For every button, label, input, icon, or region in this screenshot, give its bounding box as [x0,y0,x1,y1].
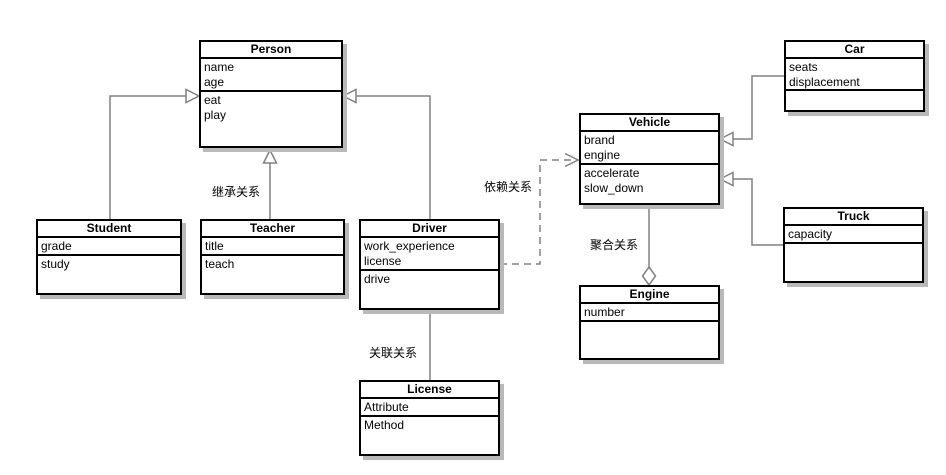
method: study [41,257,70,271]
class-student-title: Student [38,221,180,238]
inheritance-arrow-icon [718,171,734,187]
attribute: title [205,239,224,253]
class-student: Student grade study [36,219,182,295]
attribute: grade [41,239,72,253]
attribute: name [204,60,235,74]
class-person-title: Person [201,42,341,59]
method: Method [364,418,405,432]
class-driver-attributes: work_experience license [361,238,498,271]
edge-teacher-person-inheritance [262,148,278,219]
class-driver-methods: drive [361,271,498,308]
class-person-attributes: name age [201,59,341,92]
class-license-title: License [361,382,498,399]
label-inheritance-relationship: 继承关系 [212,185,261,199]
class-engine-title: Engine [581,287,718,304]
method: play [204,108,227,122]
attribute: number [584,305,625,319]
class-license: License Attribute Method [359,380,500,456]
class-license-attributes: Attribute [361,399,498,417]
method: slow_down [584,181,644,195]
class-vehicle-methods: accelerate slow_down [581,165,718,203]
attribute: seats [789,60,818,74]
attribute: displacement [789,75,860,89]
class-driver-title: Driver [361,221,498,238]
edge-driver-vehicle-dependency [500,152,580,265]
label-aggregation-relationship: 聚合关系 [590,238,639,252]
class-teacher-attributes: title [202,238,343,256]
class-engine-attributes: number [581,304,718,322]
inheritance-arrow-icon [718,131,734,147]
class-teacher: Teacher title teach [200,219,345,295]
attribute: Attribute [364,400,409,414]
class-vehicle-title: Vehicle [581,115,718,132]
label-dependency-relationship: 依赖关系 [484,180,533,194]
attribute: work_experience [364,239,455,253]
inheritance-arrow-icon [341,88,357,104]
class-truck: Truck capacity [783,207,924,283]
class-truck-attributes: capacity [785,226,922,244]
edge-car-vehicle-inheritance [718,75,784,147]
dependency-arrow-icon [564,152,580,168]
class-engine-methods [581,322,718,358]
class-car-title: Car [786,42,923,59]
aggregation-diamond-icon [641,265,657,287]
label-association-relationship: 关联关系 [369,346,418,360]
class-vehicle: Vehicle brand engine accelerate slow_dow… [579,113,720,205]
class-engine: Engine number [579,285,720,360]
class-car: Car seats displacement [784,40,925,112]
class-vehicle-attributes: brand engine [581,132,718,165]
edge-vehicle-engine-aggregation [641,205,657,287]
attribute: engine [584,148,621,162]
class-truck-title: Truck [785,209,922,226]
method: eat [204,93,221,107]
class-student-attributes: grade [38,238,180,256]
class-truck-methods [785,244,922,281]
class-car-methods [786,91,923,110]
class-person-methods: eat play [201,92,341,146]
attribute: capacity [788,227,833,241]
inheritance-arrow-icon [262,148,278,164]
attribute: age [204,75,225,89]
edge-driver-person-inheritance [341,88,431,219]
class-student-methods: study [38,256,180,293]
class-driver: Driver work_experience license drive [359,219,500,310]
attribute: brand [584,133,615,147]
class-car-attributes: seats displacement [786,59,923,91]
method: teach [205,257,235,271]
class-license-methods: Method [361,417,498,454]
method: drive [364,272,391,286]
edge-student-person-inheritance [109,88,201,219]
attribute: license [364,254,402,268]
method: accelerate [584,166,640,180]
edge-truck-vehicle-inheritance [718,171,783,246]
class-teacher-methods: teach [202,256,343,293]
class-person: Person name age eat play [199,40,343,148]
class-teacher-title: Teacher [202,221,343,238]
inheritance-arrow-icon [185,88,201,104]
